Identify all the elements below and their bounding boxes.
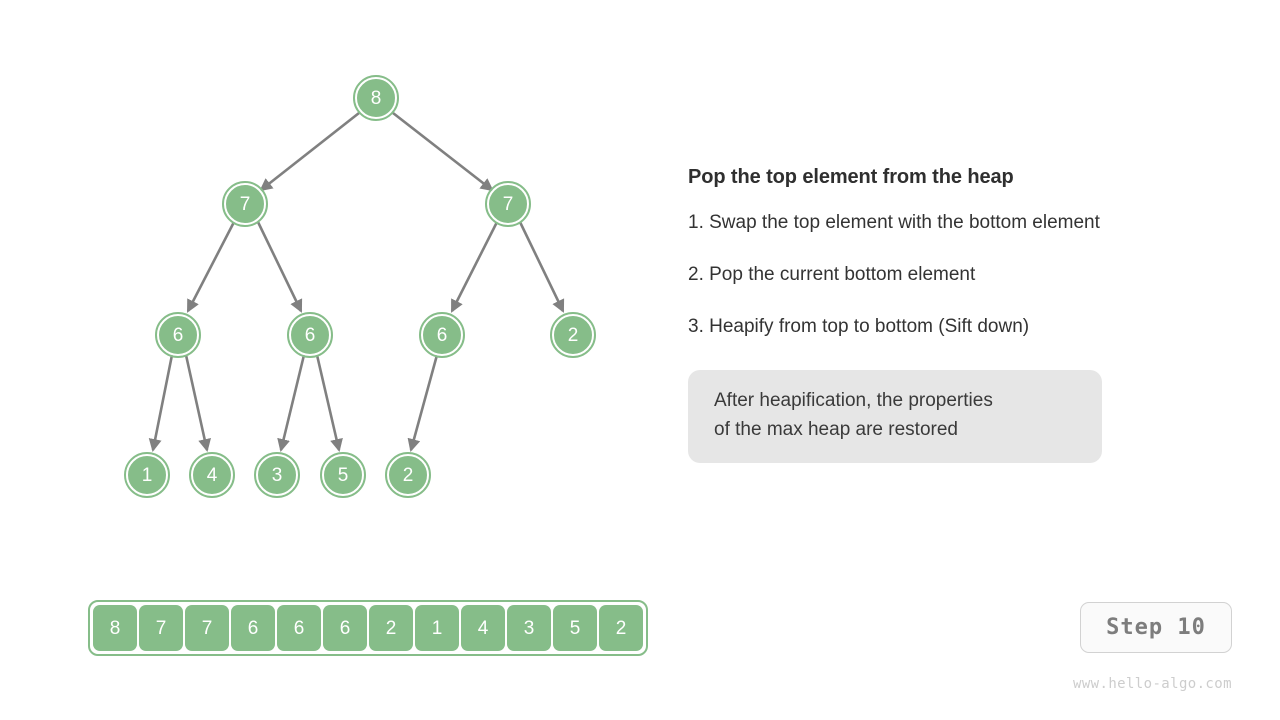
array-cell[interactable]: 6 — [231, 605, 275, 651]
tree-node[interactable]: 6 — [155, 312, 201, 358]
edge-6b-to-3 — [277, 354, 306, 453]
tree-node[interactable]: 2 — [385, 452, 431, 498]
step-item-2: 2. Pop the current bottom element — [688, 263, 976, 285]
edge-6b-to-5 — [315, 354, 343, 453]
array-cell[interactable]: 4 — [461, 605, 505, 651]
array-cell[interactable]: 7 — [185, 605, 229, 651]
tree-node[interactable]: 7 — [222, 181, 268, 227]
array-cell[interactable]: 2 — [599, 605, 643, 651]
edge-7L-to-6b — [256, 221, 303, 313]
step-item-3: 3. Heapify from top to bottom (Sift down… — [688, 315, 1030, 337]
tree-node[interactable]: 6 — [287, 312, 333, 358]
edge-6a-to-1 — [148, 354, 174, 453]
page-title: Pop the top element from the heap — [688, 166, 1014, 188]
tree-edges — [148, 111, 565, 453]
tree-node[interactable]: 6 — [419, 312, 465, 358]
tree-node[interactable]: 4 — [189, 452, 235, 498]
step-item-1: 1. Swap the top element with the bottom … — [688, 212, 1100, 233]
step-badge-label: Step 10 — [1106, 615, 1206, 640]
edge-8-to-7R — [392, 111, 494, 192]
tree-node[interactable]: 5 — [320, 452, 366, 498]
array-cell[interactable]: 6 — [323, 605, 367, 651]
info-callout-line-1: After heapification, the properties — [714, 390, 993, 411]
edge-8-to-7L — [259, 111, 360, 192]
array-cell[interactable]: 8 — [93, 605, 137, 651]
edge-7L-to-6a — [186, 221, 236, 313]
array-cell[interactable]: 1 — [415, 605, 459, 651]
array-cell[interactable]: 7 — [139, 605, 183, 651]
array-cell[interactable]: 5 — [553, 605, 597, 651]
edge-6a-to-4 — [184, 354, 211, 453]
tree-node[interactable]: 2 — [550, 312, 596, 358]
edge-7R-to-6c — [450, 221, 499, 313]
heap-array: 8 7 7 6 6 6 2 1 4 3 5 2 — [88, 600, 648, 656]
tree-node[interactable]: 1 — [124, 452, 170, 498]
tree-node[interactable]: 7 — [485, 181, 531, 227]
edge-6c-to-2 — [407, 354, 439, 453]
watermark: www.hello-algo.com — [1073, 676, 1232, 692]
status-badge: Step 10 — [1080, 602, 1232, 653]
array-cell[interactable]: 6 — [277, 605, 321, 651]
tree-node[interactable]: 3 — [254, 452, 300, 498]
info-callout-line-2: of the max heap are restored — [714, 419, 958, 441]
array-cell[interactable]: 2 — [369, 605, 413, 651]
edge-7R-to-2a — [518, 221, 565, 313]
array-cell[interactable]: 3 — [507, 605, 551, 651]
info-callout: After heapification, the properties of t… — [688, 370, 1102, 463]
explanation-panel: Pop the top element from the heap 1. Swa… — [688, 165, 1248, 338]
tree-node[interactable]: 8 — [353, 75, 399, 121]
